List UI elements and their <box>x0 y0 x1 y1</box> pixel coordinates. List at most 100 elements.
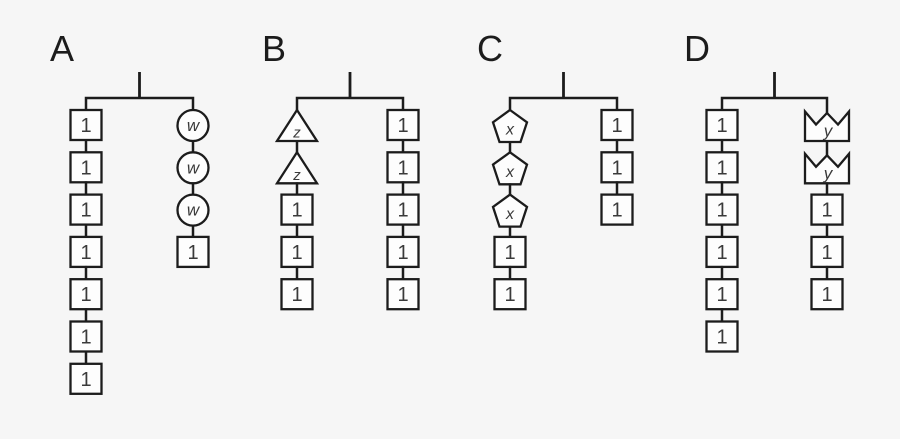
shape-value: 1 <box>80 200 91 222</box>
square-unit-icon: 1 <box>280 193 314 226</box>
diagram-c: x x x 1 1 1 1 1 <box>491 72 634 311</box>
left-chain: 1 1 1 1 1 1 <box>705 108 739 353</box>
shape-value: y <box>823 164 834 183</box>
shape-value: 1 <box>291 242 302 264</box>
diagram-d-label: D <box>684 28 710 69</box>
shape-value: 1 <box>716 115 727 137</box>
shape-value: 1 <box>716 327 727 349</box>
square-unit-icon: 1 <box>280 278 314 311</box>
square-unit-icon: 1 <box>386 278 420 311</box>
square-unit-icon: 1 <box>386 235 420 269</box>
shape-value: w <box>187 116 201 135</box>
hanger-crossbar <box>84 96 195 111</box>
left-chain: 1 1 1 1 1 1 1 <box>69 108 103 395</box>
square-unit-icon: 1 <box>386 151 420 184</box>
square-unit-icon: 1 <box>705 193 739 226</box>
square-unit-icon: 1 <box>69 235 103 269</box>
shape-value: 1 <box>504 284 515 306</box>
shape-value: x <box>505 122 515 139</box>
shape-value: 1 <box>504 242 515 264</box>
shape-value: 1 <box>397 200 408 222</box>
square-unit-icon: 1 <box>386 193 420 226</box>
pentagon-weight-icon: x <box>491 150 529 186</box>
circle-weight-icon: w <box>176 108 210 143</box>
pentagon-weight-icon: x <box>491 193 529 228</box>
shape-value: 1 <box>397 284 408 306</box>
diagram-b-label: B <box>262 28 287 69</box>
shape-value: 1 <box>821 284 832 306</box>
square-unit-icon: 1 <box>810 278 844 311</box>
shape-value: 1 <box>80 327 91 349</box>
square-unit-icon: 1 <box>705 278 739 311</box>
square-unit-icon: 1 <box>69 151 103 184</box>
hanger-crossbar <box>508 96 619 111</box>
shape-value: 1 <box>397 157 408 179</box>
shape-value: 1 <box>821 200 832 222</box>
square-unit-icon: 1 <box>705 235 739 269</box>
shape-value: z <box>292 125 301 142</box>
square-unit-icon: 1 <box>280 235 314 269</box>
pentagon-weight-icon: x <box>491 108 529 144</box>
crown-weight-icon: y <box>803 150 851 185</box>
square-unit-icon: 1 <box>705 151 739 184</box>
shape-value: 1 <box>187 242 198 264</box>
diagram-a-label: A <box>50 28 75 69</box>
shape-value: 1 <box>611 115 622 137</box>
right-chain: w w w 1 <box>176 108 210 269</box>
shape-value: 1 <box>611 200 622 222</box>
circle-weight-icon: w <box>176 193 210 227</box>
diagram-a: 1 1 1 1 1 1 1 w w w 1 <box>69 72 210 395</box>
hanger-crossbar <box>295 96 405 111</box>
shape-value: 1 <box>716 284 727 306</box>
shape-value: 1 <box>716 242 727 264</box>
shape-value: 1 <box>80 115 91 137</box>
square-unit-icon: 1 <box>69 108 103 142</box>
left-chain: x x x 1 1 <box>491 108 529 311</box>
triangle-weight-icon: z <box>274 107 320 143</box>
square-unit-icon: 1 <box>493 278 527 311</box>
shape-value: 1 <box>397 115 408 137</box>
square-unit-icon: 1 <box>69 362 103 395</box>
right-chain: 1 1 1 <box>600 108 634 226</box>
square-unit-icon: 1 <box>176 235 210 269</box>
left-chain: z z 1 1 1 <box>274 107 320 311</box>
square-unit-icon: 1 <box>810 235 844 269</box>
square-unit-icon: 1 <box>705 320 739 353</box>
diagram-b: z z 1 1 1 1 1 1 1 1 <box>274 72 420 311</box>
shape-value: w <box>187 201 201 220</box>
shape-value: 1 <box>291 200 302 222</box>
right-chain: 1 1 1 1 1 <box>386 108 420 311</box>
square-unit-icon: 1 <box>386 108 420 142</box>
shape-value: 1 <box>611 157 622 179</box>
hanger-crossbar <box>720 96 829 115</box>
triangle-weight-icon: z <box>274 150 320 185</box>
shape-value: 1 <box>291 284 302 306</box>
square-unit-icon: 1 <box>69 278 103 311</box>
shape-value: x <box>505 206 515 223</box>
shape-value: 1 <box>716 200 727 222</box>
shape-value: 1 <box>80 369 91 391</box>
square-unit-icon: 1 <box>600 193 634 226</box>
square-unit-icon: 1 <box>600 151 634 184</box>
square-unit-icon: 1 <box>493 235 527 269</box>
shape-value: x <box>505 164 515 181</box>
shape-value: 1 <box>80 157 91 179</box>
crown-weight-icon: y <box>803 108 851 143</box>
shape-value: 1 <box>397 242 408 264</box>
shape-value: 1 <box>80 284 91 306</box>
shape-value: 1 <box>821 242 832 264</box>
shape-value: 1 <box>716 157 727 179</box>
square-unit-icon: 1 <box>600 108 634 142</box>
right-chain: y y 1 1 1 <box>803 108 851 311</box>
diagram-c-label: C <box>477 28 503 69</box>
diagram-d: 1 1 1 1 1 1 y y 1 1 1 <box>705 72 851 353</box>
shape-value: w <box>187 158 201 177</box>
square-unit-icon: 1 <box>69 193 103 226</box>
shape-value: y <box>823 122 834 141</box>
shape-value: z <box>292 167 301 184</box>
square-unit-icon: 1 <box>705 108 739 142</box>
circle-weight-icon: w <box>176 151 210 185</box>
square-unit-icon: 1 <box>69 320 103 353</box>
